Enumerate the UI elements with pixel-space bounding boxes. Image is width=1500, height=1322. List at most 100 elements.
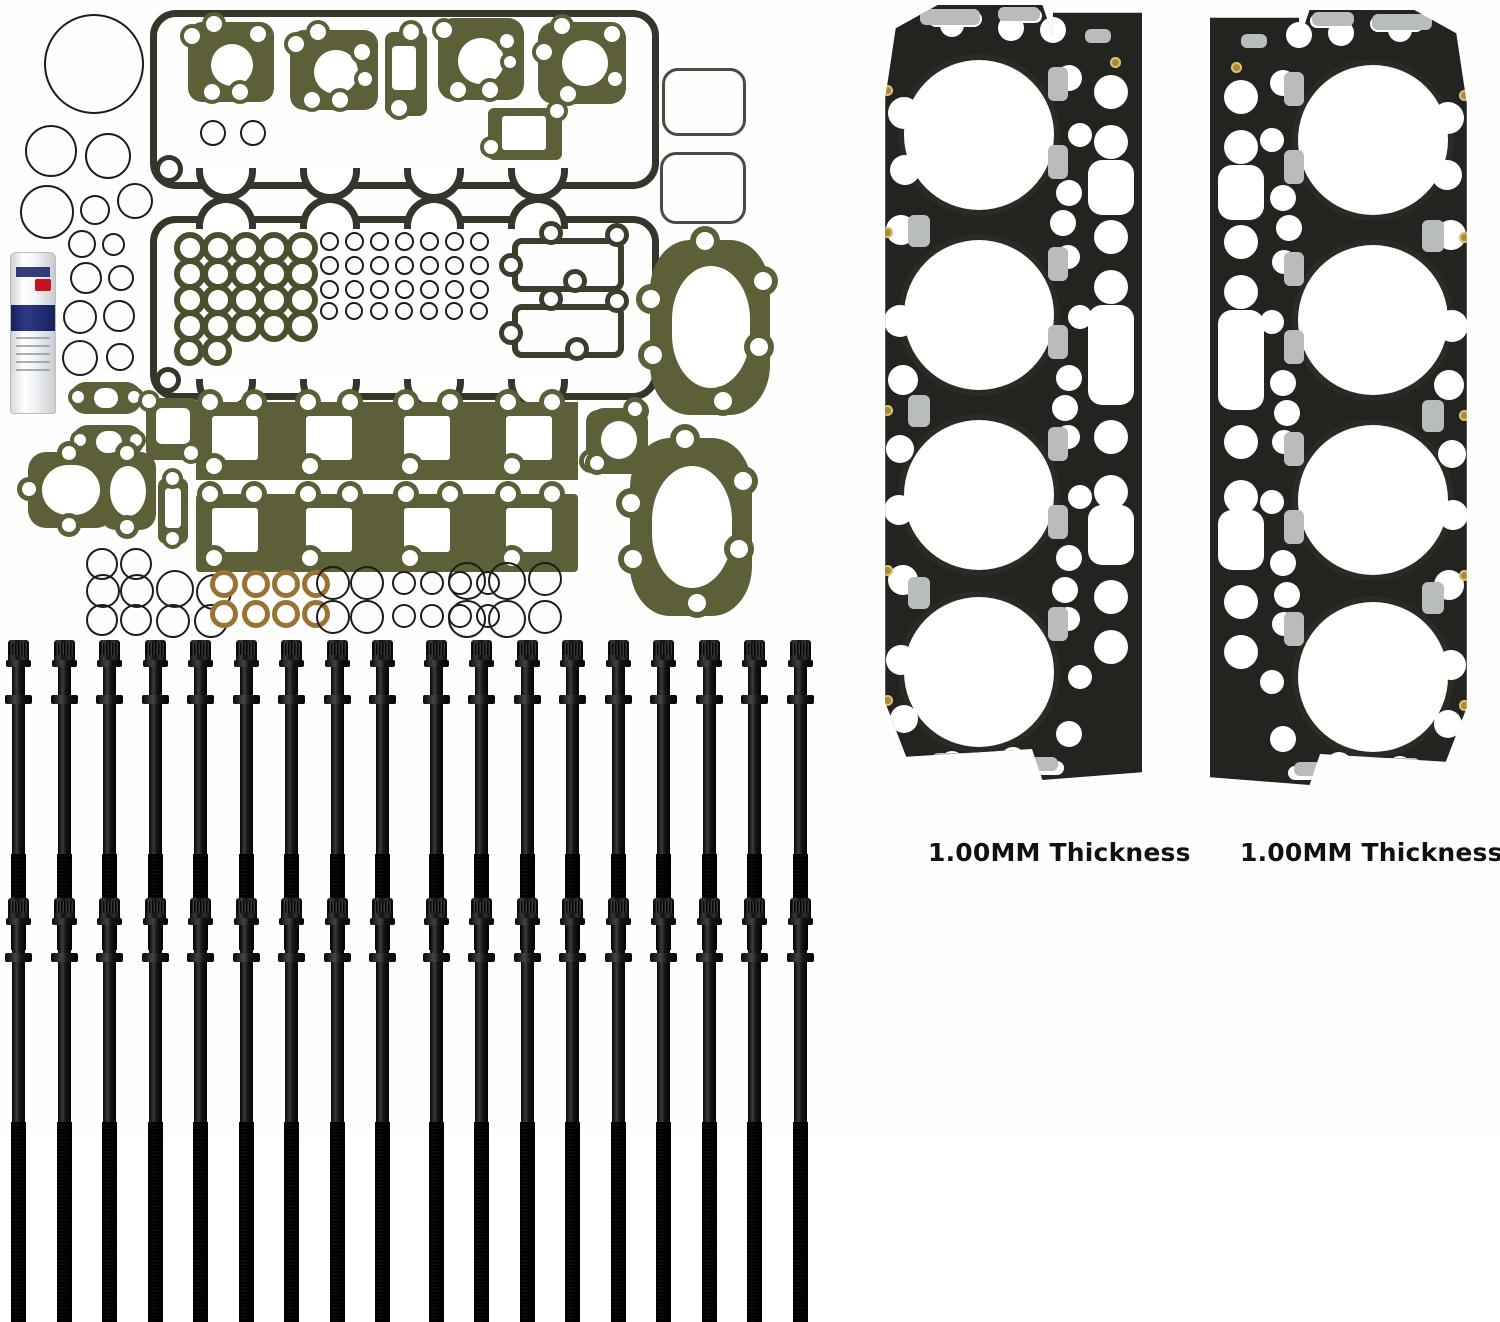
cylinder-bore: [904, 597, 1054, 747]
o-ring: [117, 183, 153, 219]
cylinder-bore: [904, 240, 1054, 390]
bolt-head: [516, 640, 538, 662]
oil-feed-gasket: [590, 402, 648, 474]
bolt-threads: [238, 1122, 254, 1322]
coolant-port: [1438, 440, 1466, 468]
bolt-flange: [560, 660, 585, 667]
copper-washer-cluster: [210, 570, 330, 630]
bolt-threads: [792, 1122, 808, 1322]
coolant-port: [1432, 160, 1462, 190]
stopper-layer-accent: [908, 215, 930, 247]
stopper-layer-accent: [1085, 29, 1111, 43]
stopper-layer-accent: [1284, 150, 1304, 184]
stopper-layer-accent: [1048, 145, 1068, 179]
end-slot: [1352, 762, 1412, 778]
bolt-hole: [1056, 721, 1082, 747]
o-ring: [70, 262, 102, 294]
bolt-threads: [193, 1122, 208, 1322]
bolt-head: [326, 898, 348, 920]
bolt-flange: [6, 660, 31, 667]
coolant-port: [1436, 650, 1466, 680]
rail-slot: [1218, 310, 1264, 410]
bolt-threads: [519, 1122, 535, 1322]
bolt-hole: [1056, 180, 1082, 206]
bolt-hole: [1274, 400, 1300, 426]
gold-grommet: [885, 565, 893, 576]
bolt-head: [190, 640, 211, 662]
oil-port: [1094, 630, 1128, 664]
gasket-kit-group: [0, 0, 860, 640]
stopper-layer-accent: [1048, 325, 1068, 359]
bolt-hole: [1068, 665, 1092, 689]
bolt-head: [326, 640, 348, 662]
bolt-head: [99, 640, 120, 662]
bolt-hole: [1260, 670, 1284, 694]
bolt-flange: [469, 918, 494, 925]
bolt-flange: [142, 918, 168, 925]
bolt-flange: [233, 918, 259, 925]
bolt-flange: [787, 660, 813, 667]
bolt-washer: [323, 953, 351, 962]
clip-seal: [240, 120, 266, 146]
stopper-layer-accent: [1284, 252, 1304, 286]
bolt-hole: [1270, 370, 1296, 396]
bolt-head: [235, 898, 257, 920]
bolt-flange: [742, 918, 767, 925]
bolt-washer: [232, 953, 260, 962]
o-ring-cluster: [86, 548, 346, 638]
bolt-flange: [188, 918, 213, 925]
o-ring: [68, 230, 96, 258]
water-pump-gasket: [642, 232, 772, 415]
gold-grommet: [885, 227, 893, 238]
bolt-washer: [50, 695, 78, 704]
mahle-logo: [16, 267, 50, 277]
bolt-washer: [278, 695, 305, 704]
flange-gasket: [288, 24, 378, 110]
stopper-layer-accent: [1294, 762, 1342, 776]
bolt-washer: [650, 953, 677, 962]
o-ring: [62, 340, 98, 376]
sealant-tube: [10, 252, 56, 414]
bolt-flange: [742, 660, 767, 667]
bolt-head: [8, 640, 29, 662]
head-gasket: [1210, 10, 1472, 785]
bolt-flange: [514, 918, 540, 925]
bolt-head: [744, 898, 765, 920]
gold-grommet: [1459, 570, 1470, 581]
bolt-head: [698, 640, 720, 662]
bolt-hole: [1068, 123, 1092, 147]
oil-cooler-gasket: [504, 226, 624, 292]
bolt-flange: [696, 918, 722, 925]
coolant-port: [888, 365, 918, 395]
bolt-washer: [323, 695, 351, 704]
bolt-hole: [1000, 747, 1026, 773]
o-ring-cluster: [448, 562, 578, 638]
bolt-head: [425, 898, 447, 920]
bolt-hole: [1068, 485, 1092, 509]
gold-grommet: [1459, 232, 1470, 243]
water-neck-gasket: [22, 446, 114, 532]
bolt-flange: [233, 660, 259, 667]
stopper-layer-accent: [1284, 432, 1304, 466]
bolt-washer: [96, 695, 123, 704]
coolant-port: [886, 645, 916, 675]
egr-cooler-gasket: [158, 472, 188, 545]
bolt-threads: [375, 1122, 390, 1322]
bolt-head: [8, 898, 29, 920]
bolt-threads: [284, 1122, 299, 1322]
bolt-hole: [1270, 550, 1296, 576]
bolt-hole: [1260, 490, 1284, 514]
bolt-washer: [187, 953, 214, 962]
bolt-hole: [1270, 726, 1296, 752]
water-neck-gasket: [100, 446, 156, 534]
stopper-layer-accent: [1284, 612, 1304, 646]
bolt-washer: [513, 695, 541, 704]
oil-port: [1094, 270, 1128, 304]
coolant-port: [890, 705, 918, 733]
oil-port: [1094, 580, 1128, 614]
bolt-hole: [1052, 577, 1078, 603]
bolt-flange: [51, 660, 77, 667]
gold-grommet: [885, 695, 893, 706]
o-ring: [44, 14, 144, 114]
bolt-hole: [1052, 395, 1078, 421]
